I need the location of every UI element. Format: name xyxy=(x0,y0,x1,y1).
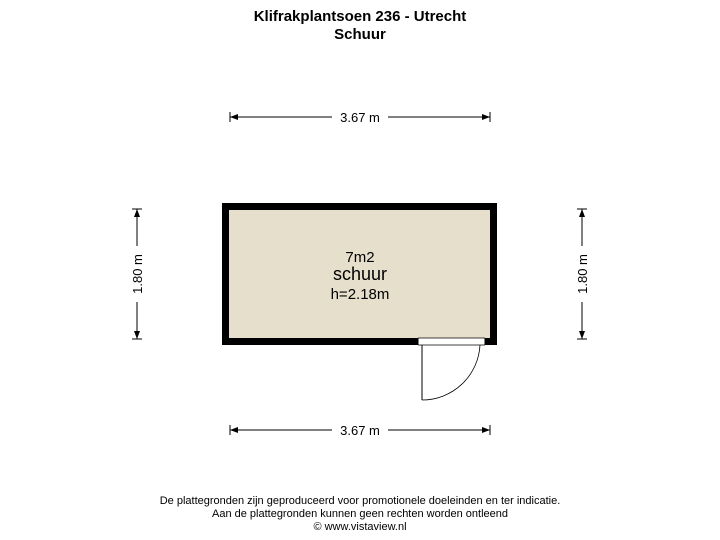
top-dimension: 3.67 m xyxy=(229,108,491,126)
left-dimension: 1.80 m xyxy=(128,208,146,340)
right-dimension-label: 1.80 m xyxy=(575,254,590,294)
top-dimension-label: 3.67 m xyxy=(340,110,380,125)
disclaimer-line-1: De plattegronden zijn geproduceerd voor … xyxy=(159,495,561,507)
room-name: schuur xyxy=(333,264,387,284)
disclaimer-line-2: Aan de plattegronden kunnen geen rechten… xyxy=(211,508,508,520)
room-height: h=2.18m xyxy=(331,286,390,303)
door-opening xyxy=(418,338,485,345)
room-floor xyxy=(229,210,490,338)
left-dimension-label: 1.80 m xyxy=(130,254,145,294)
room-schuur: 7m2 schuur h=2.18m xyxy=(222,203,497,401)
door-swing-arc xyxy=(421,344,481,401)
plan-title: Klifrakplantsoen 236 - Utrecht xyxy=(253,8,467,25)
right-dimension: 1.80 m xyxy=(573,208,591,340)
copyright-line: © www.vistaview.nl xyxy=(313,521,407,533)
plan-subtitle: Schuur xyxy=(334,26,386,43)
room-area: 7m2 xyxy=(345,249,374,266)
bottom-dimension-label: 3.67 m xyxy=(340,423,380,438)
bottom-dimension: 3.67 m xyxy=(229,421,491,439)
